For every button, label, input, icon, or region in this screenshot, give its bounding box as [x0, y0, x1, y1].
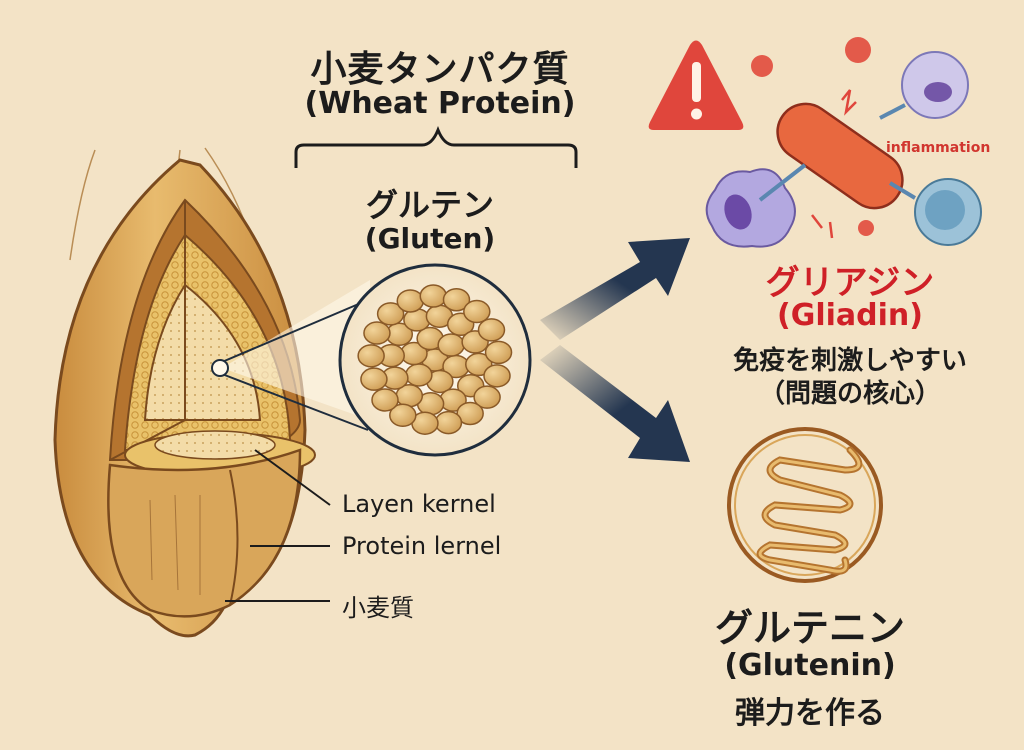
arrow-down-right-icon	[540, 345, 690, 462]
title-japanese: 小麦タンパク質	[310, 49, 570, 90]
label-leader-1	[254, 449, 331, 506]
kernel-label-wheat: 小麦質	[342, 594, 414, 622]
gluten-bead	[405, 363, 433, 387]
gluten-bead	[396, 289, 425, 313]
gluten-bead	[360, 367, 388, 391]
gluten-bead	[363, 321, 391, 345]
arrow-up-right-icon	[540, 238, 690, 340]
gluten-label-english: (Gluten)	[364, 222, 496, 255]
gluten-bead	[483, 364, 511, 388]
warning-triangle-icon	[648, 40, 744, 130]
gluten-bead	[371, 388, 399, 412]
gluten-bead	[434, 410, 463, 435]
kernel-label-protein: Protein lernel	[342, 532, 502, 560]
virus-icon	[751, 37, 874, 236]
gliadin-note: （問題の核心）	[758, 379, 941, 409]
gluten-bead	[463, 299, 491, 324]
gluten-bead	[477, 318, 506, 342]
kernel-label-layer: Layen kernel	[342, 490, 496, 518]
gluten-bead	[437, 333, 465, 357]
zoom-origin-circle	[211, 359, 229, 377]
inflammation-label: inflammation	[886, 140, 991, 156]
brace	[294, 125, 578, 168]
glutenin-label-japanese: グルテニン	[714, 606, 905, 650]
gluten-label-japanese: グルテン	[365, 186, 494, 224]
gluten-cluster-icon	[338, 263, 532, 457]
wheat-grain-illustration	[53, 147, 316, 638]
gluten-bead	[419, 284, 448, 308]
glutenin-description: 弾力を作る	[735, 696, 885, 731]
glutenin-label-english: (Glutenin)	[724, 648, 896, 683]
title-english: (Wheat Protein)	[304, 86, 576, 121]
gluten-bead	[376, 302, 405, 326]
immune-reaction-illustration	[705, 37, 982, 248]
gliadin-label-english: (Gliadin)	[777, 298, 923, 333]
gluten-bead	[484, 340, 513, 365]
gliadin-label-japanese: グリアジン	[765, 263, 935, 303]
glutenin-coil-icon	[727, 427, 883, 583]
gluten-bead	[473, 385, 501, 409]
gluten-bead	[442, 287, 471, 312]
gluten-bead	[357, 344, 385, 368]
gluten-bead	[389, 403, 417, 428]
gliadin-description: 免疫を刺激しやすい	[733, 346, 967, 376]
